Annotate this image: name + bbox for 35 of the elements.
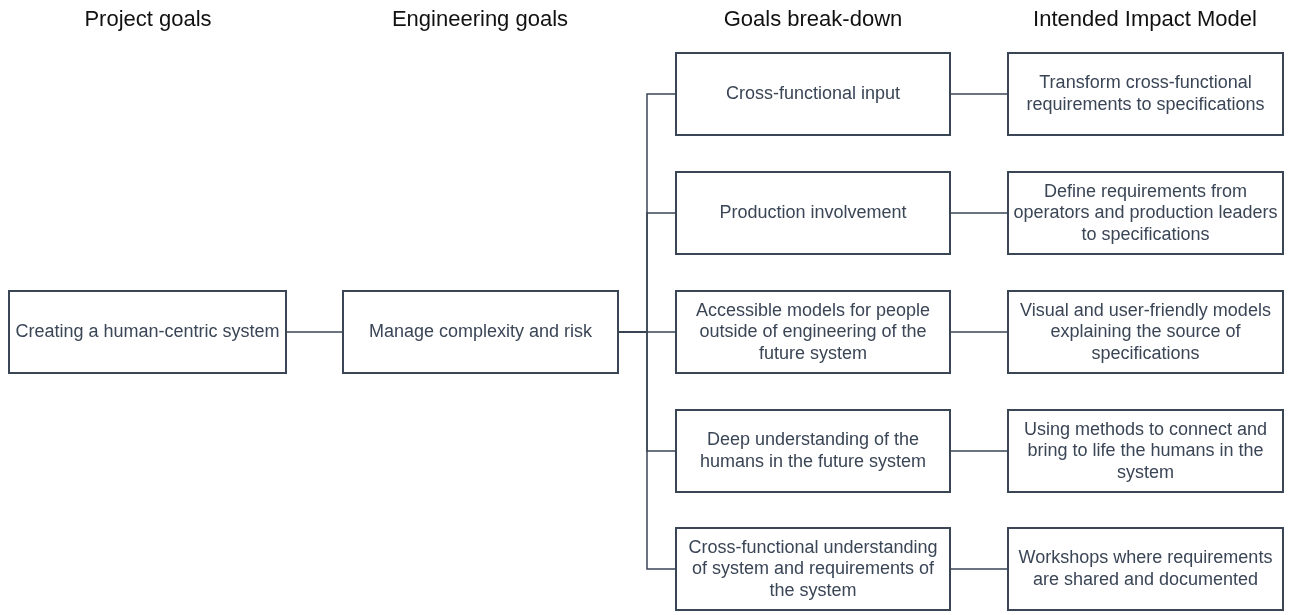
column-header: Project goals [84,6,212,32]
box-text: Using methods to connect and bring to life the humans in the system [1022,418,1269,484]
box-text: Visual and user-friendly models explaining the source of specifications [1019,299,1272,365]
box-text: Cross-functional input [725,83,901,105]
column-header: Goals break-down [723,6,903,32]
connector-line [950,212,1008,214]
connector-line [950,450,1008,452]
connector-line [286,331,343,333]
goal-box [1007,409,1284,493]
goal-box [8,290,287,374]
goal-box [342,290,619,374]
goal-box [1007,290,1284,374]
connector-line [950,568,1008,570]
box-text: Creating a human-centric system [15,321,280,343]
column-header: Engineering goals [391,6,569,32]
connector-line [950,331,1008,333]
box-text: Cross-functional understanding of system and requirements of the system [687,536,939,602]
goal-box [675,171,951,255]
box-text: Define requirements from operators and production leaders to specifications [1013,180,1278,246]
goal-box [1007,171,1284,255]
connector-line [618,331,676,570]
goal-box [675,52,951,136]
box-text: Workshops where requirements are shared and documented [1017,547,1274,591]
connector-line [950,93,1008,95]
box-text: Transform cross-functional requirements to specifications [1025,72,1266,116]
goal-box [1007,527,1284,611]
box-text: Production involvement [719,202,907,224]
box-text: Manage complexity and risk [368,321,593,343]
goal-box [675,290,951,374]
goal-box [675,409,951,493]
box-text: Accessible models for people outside of engineering of the future system [694,299,932,365]
goal-box [1007,52,1284,136]
goal-box [675,527,951,611]
column-header: Intended Impact Model [1033,6,1257,32]
box-text: Deep understanding of the humans in the future system [698,429,928,473]
